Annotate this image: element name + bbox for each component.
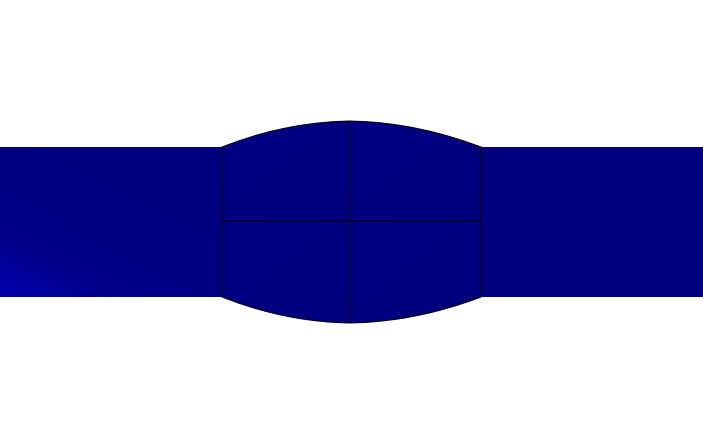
- right-bar-section: [481, 147, 703, 297]
- center-bulge-section: [221, 120, 482, 324]
- left-bar-section: [0, 147, 222, 297]
- center-quadrant-bottom-right: [349, 220, 482, 324]
